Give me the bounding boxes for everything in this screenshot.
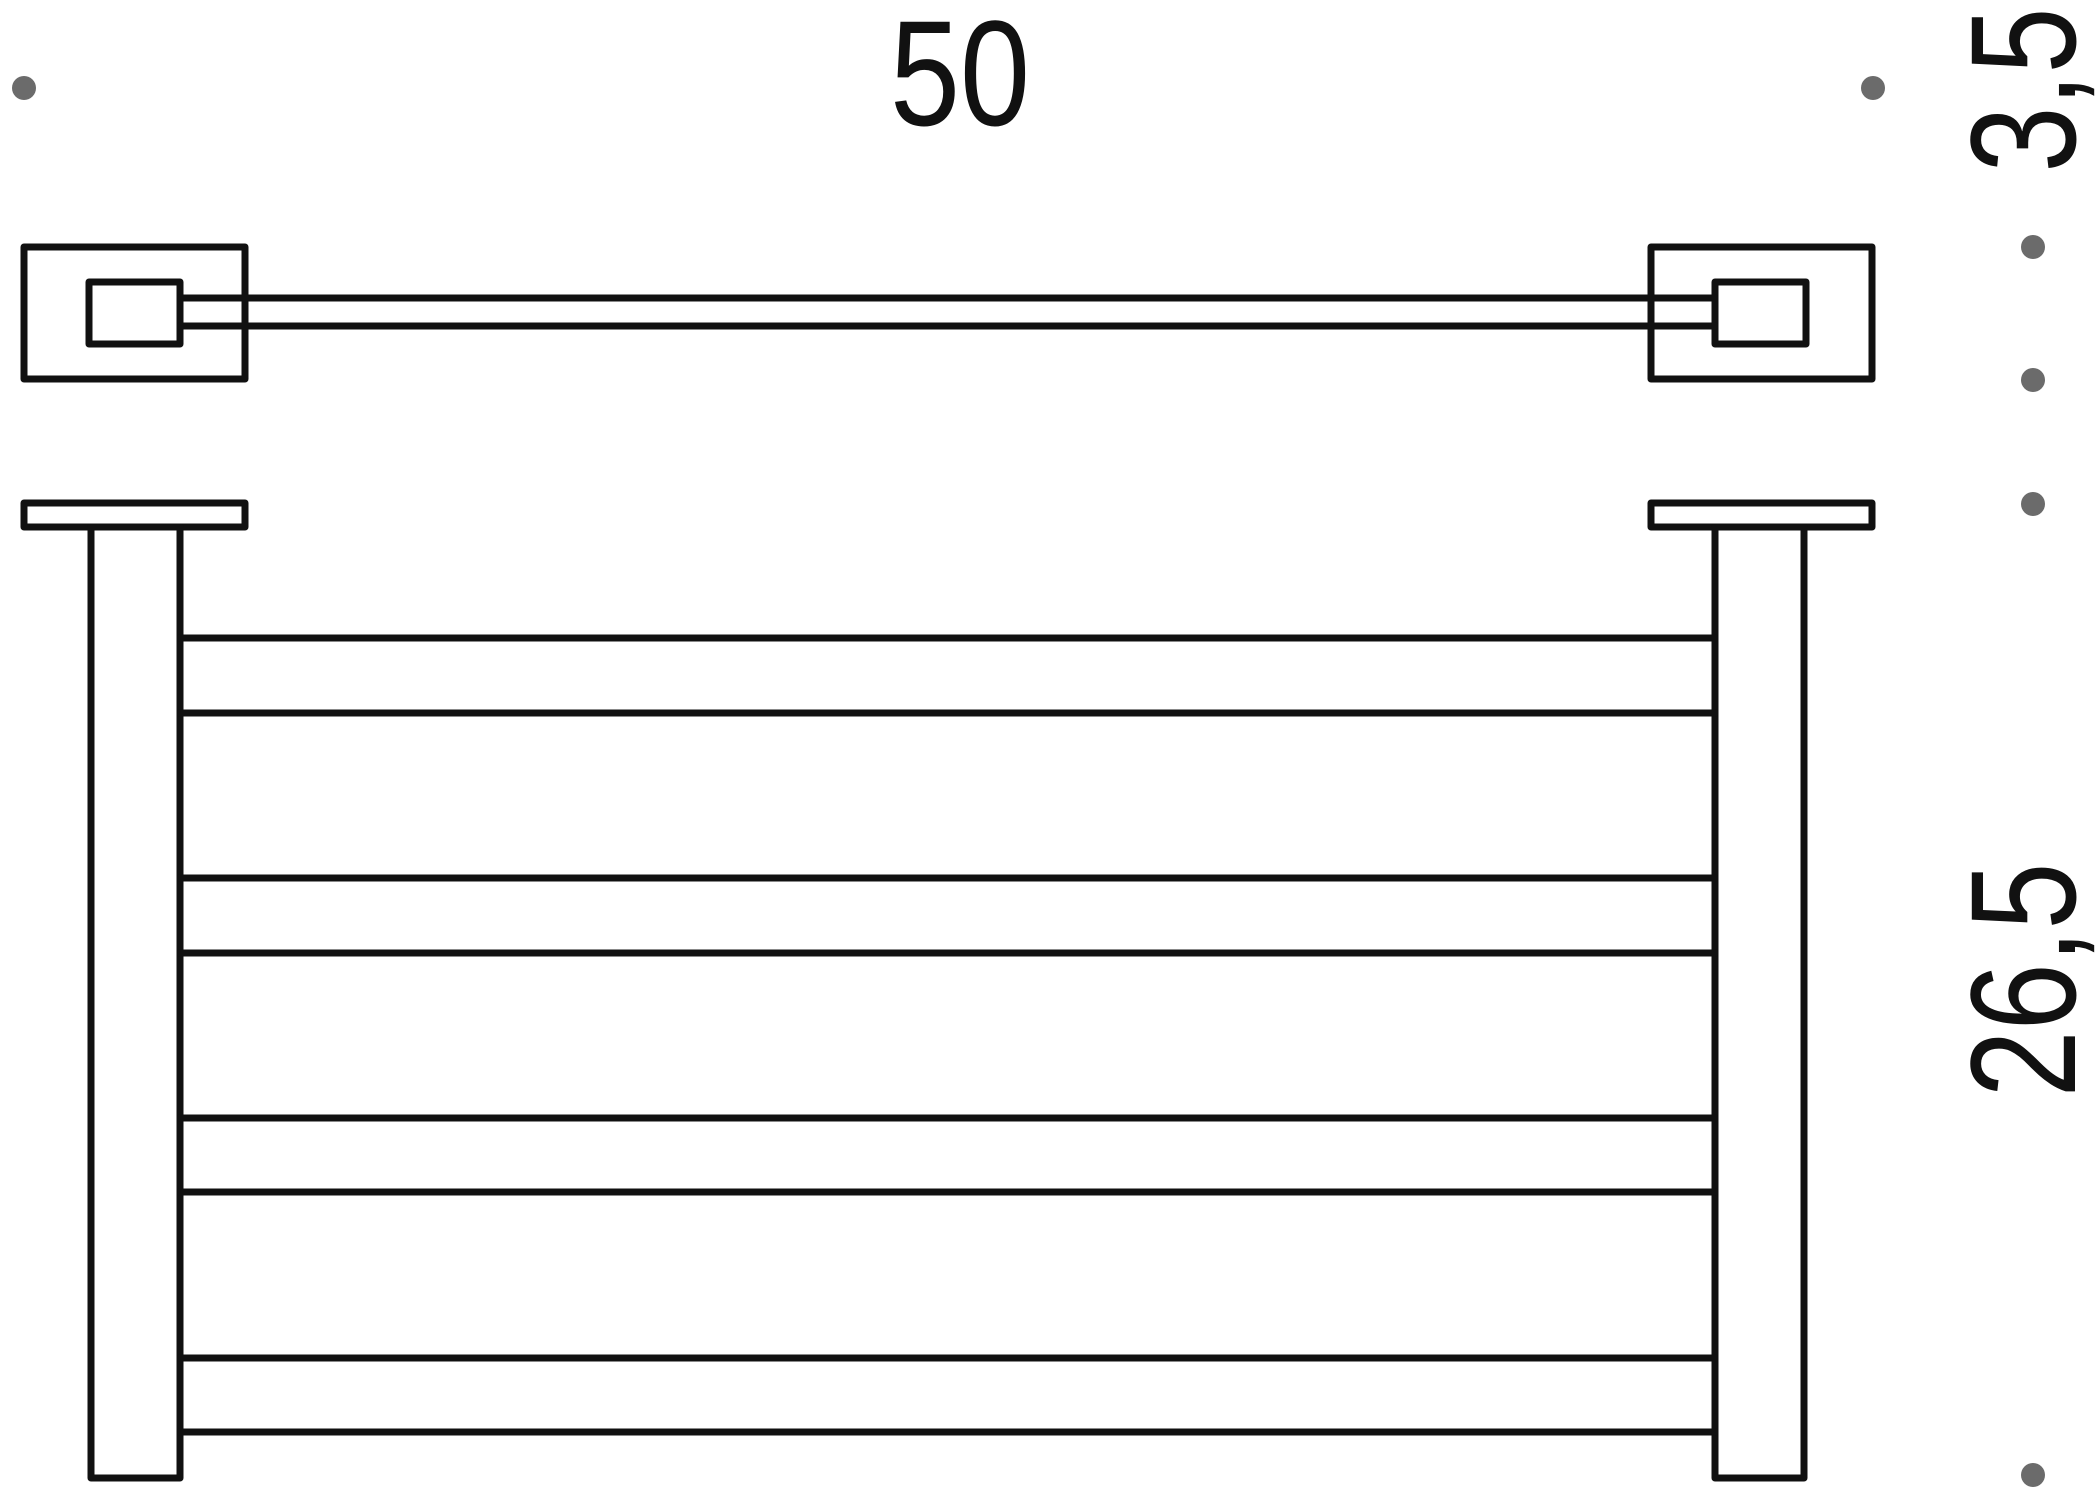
depth-dimension-label: 3,5 — [1939, 8, 2100, 173]
right-wall-plate-top — [1647, 243, 1876, 383]
shelf-bar — [176, 634, 1719, 717]
shelf-bar — [176, 1114, 1719, 1196]
left-post — [87, 523, 184, 1482]
marker-dot — [2021, 492, 2045, 516]
marker-dot — [2021, 1463, 2045, 1487]
left-wall-plate-top — [20, 243, 249, 383]
marker-dot — [2021, 368, 2045, 392]
height-dimension-label: 26,5 — [1939, 863, 2100, 1098]
right-bracket-top — [1711, 278, 1810, 348]
shelf-bar — [176, 1354, 1719, 1436]
reference-markers — [12, 76, 2045, 1487]
shelf-bar — [176, 874, 1719, 957]
rail-top — [176, 294, 1719, 330]
right-post — [1711, 523, 1808, 1482]
right-wall-plate-front — [1647, 499, 1876, 531]
width-dimension-label: 50 — [890, 0, 1030, 157]
marker-dot — [2021, 235, 2045, 259]
left-bracket-top — [85, 278, 184, 348]
left-wall-plate-front — [20, 499, 249, 531]
top-view — [20, 243, 1876, 383]
marker-dot — [1861, 76, 1885, 100]
front-view — [20, 499, 1876, 1482]
marker-dot — [12, 76, 36, 100]
